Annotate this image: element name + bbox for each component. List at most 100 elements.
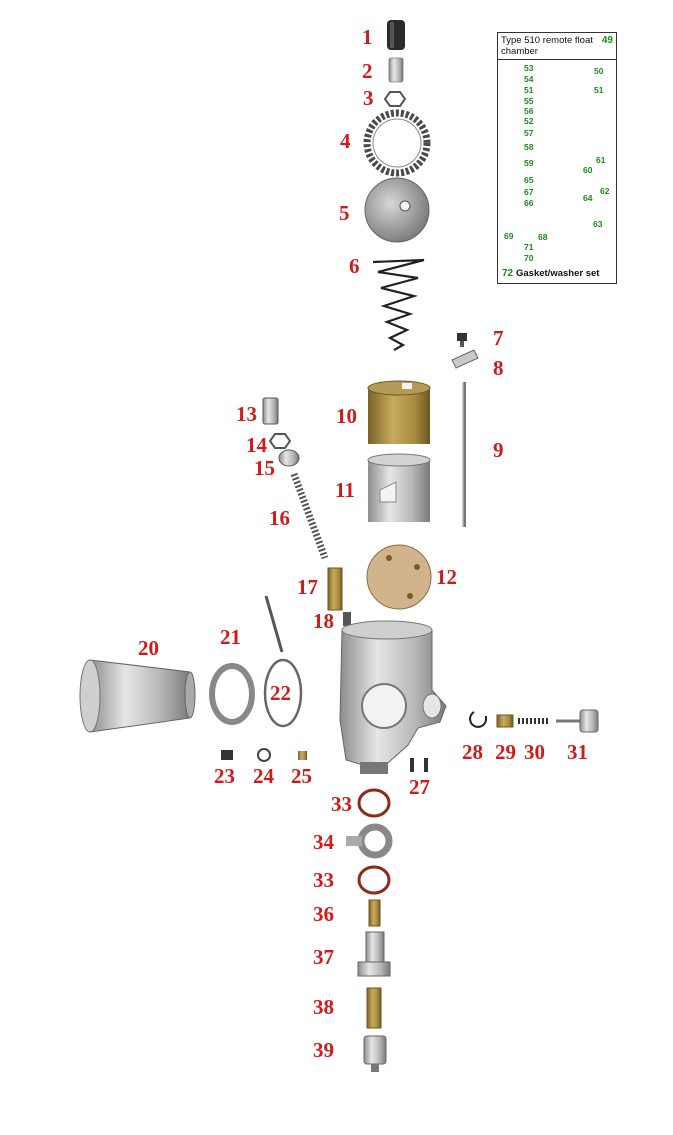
label-part-4: 4 <box>340 129 351 153</box>
label-part-17: 17 <box>297 575 318 599</box>
label-part-33-lower: 33 <box>313 868 334 892</box>
label-part-27: 27 <box>409 775 430 799</box>
label-part-18: 18 <box>313 609 334 633</box>
part-10-brass-slide <box>367 380 431 444</box>
part-27-screws <box>410 758 428 772</box>
label-part-34: 34 <box>313 830 334 854</box>
inset-code: 49 <box>601 35 613 46</box>
part-1-cap <box>387 20 405 50</box>
inset-num-64: 64 <box>583 193 593 203</box>
label-part-16: 16 <box>269 506 290 530</box>
part-4-serrated-ring <box>363 109 431 177</box>
inset-num-63: 63 <box>593 219 603 229</box>
label-part-3: 3 <box>363 86 374 110</box>
part-33-o-ring-upper <box>357 788 391 818</box>
inset-num-55: 55 <box>524 96 534 106</box>
inset-num-57: 57 <box>524 128 534 138</box>
inset-footer-number: 72 <box>502 268 514 279</box>
part-2-sleeve <box>388 57 404 83</box>
label-part-25: 25 <box>291 764 312 788</box>
inset-num-61: 61 <box>596 155 606 165</box>
part-34-banjo <box>346 823 393 859</box>
label-part-31: 31 <box>567 740 588 764</box>
label-part-30: 30 <box>524 740 545 764</box>
label-part-37: 37 <box>313 945 334 969</box>
part-22-clamp <box>263 595 303 728</box>
inset-num-58: 58 <box>524 142 534 152</box>
inset-num-62: 62 <box>600 186 610 196</box>
label-part-14: 14 <box>246 433 267 457</box>
label-part-20: 20 <box>138 636 159 660</box>
part-16-spring <box>290 472 329 560</box>
part-33-o-ring-lower <box>357 865 391 895</box>
part-11-sleeve <box>367 453 431 522</box>
label-part-22: 22 <box>270 681 291 705</box>
inset-footer-text: Gasket/washer set <box>516 268 600 279</box>
label-part-15: 15 <box>254 456 275 480</box>
part-29-fitting <box>496 714 514 728</box>
inset-num-70: 70 <box>524 253 534 263</box>
label-part-11: 11 <box>335 478 355 502</box>
part-3-nut <box>383 91 407 107</box>
part-5-top-plate <box>364 177 430 243</box>
inset-num-53: 53 <box>524 63 534 73</box>
inset-num-56: 56 <box>524 106 534 116</box>
inset-num-68: 68 <box>538 232 548 242</box>
part-39-plug <box>363 1035 387 1072</box>
inset-title: Type 510 remote float chamber <box>501 35 593 57</box>
part-28-spring-clip <box>469 711 488 728</box>
part-6-spring <box>372 258 425 351</box>
label-part-5: 5 <box>339 201 350 225</box>
label-part-28: 28 <box>462 740 483 764</box>
carburettor-body <box>339 620 447 774</box>
part-17-brass-tube <box>327 567 343 611</box>
part-9-needle <box>462 382 466 527</box>
inset-num-71: 71 <box>524 242 534 252</box>
label-part-39: 39 <box>313 1038 334 1062</box>
inset-num-59: 59 <box>524 158 534 168</box>
inset-num-66: 66 <box>524 198 534 208</box>
inset-num-54: 54 <box>524 74 534 84</box>
inset-panel: Type 510 remote float chamber 49 53 50 5… <box>497 32 617 284</box>
part-24-washer <box>257 748 271 762</box>
label-part-1: 1 <box>362 25 373 49</box>
label-part-24: 24 <box>253 764 274 788</box>
label-part-21: 21 <box>220 625 241 649</box>
part-14-nut <box>268 433 292 449</box>
part-25-nut <box>298 751 307 760</box>
inset-header: Type 510 remote float chamber 49 <box>498 33 616 60</box>
label-part-38: 38 <box>313 995 334 1019</box>
part-12-gasket <box>366 544 432 610</box>
part-31-adjuster <box>556 709 599 733</box>
part-13-sleeve <box>262 397 279 425</box>
label-part-7: 7 <box>493 326 504 350</box>
part-21-clamp-ring <box>209 663 255 725</box>
label-part-2: 2 <box>362 59 373 83</box>
inset-num-51-right: 51 <box>594 85 604 95</box>
label-part-8: 8 <box>493 356 504 380</box>
label-part-10: 10 <box>336 404 357 428</box>
inset-num-67: 67 <box>524 187 534 197</box>
label-part-23: 23 <box>214 764 235 788</box>
inset-num-60: 60 <box>583 165 593 175</box>
part-36-jet <box>368 899 381 927</box>
part-38-needle-jet <box>366 987 382 1029</box>
part-37-jet-holder <box>357 931 391 977</box>
label-part-13: 13 <box>236 402 257 426</box>
inset-num-52: 52 <box>524 116 534 126</box>
part-8-clip <box>451 349 479 369</box>
inset-num-51-left: 51 <box>524 85 534 95</box>
label-part-12: 12 <box>436 565 457 589</box>
inset-num-65: 65 <box>524 175 534 185</box>
label-part-9: 9 <box>493 438 504 462</box>
label-part-29: 29 <box>495 740 516 764</box>
inset-num-50: 50 <box>594 66 604 76</box>
part-20-bellmouth <box>79 659 196 733</box>
label-part-6: 6 <box>349 254 360 278</box>
part-15-cap <box>278 449 300 467</box>
part-18-jet <box>343 612 351 626</box>
inset-num-69: 69 <box>504 231 514 241</box>
label-part-36: 36 <box>313 902 334 926</box>
